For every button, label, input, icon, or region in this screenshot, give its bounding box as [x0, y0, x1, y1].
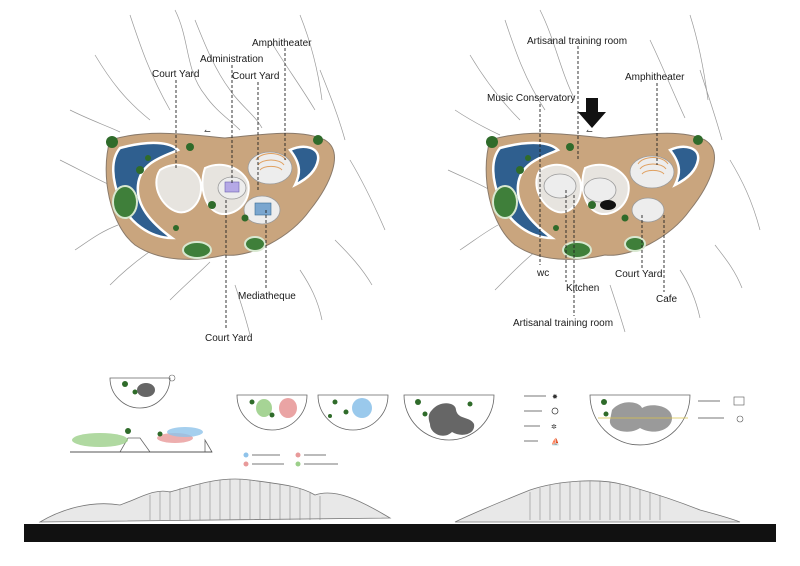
- left-lawn-west: [112, 185, 138, 219]
- right-contours: [447, 9, 761, 333]
- label-court-yard-right: Court Yard: [615, 269, 662, 280]
- diagram-4: ✸ ✲ ⛵: [524, 393, 745, 446]
- right-lawn-west: [492, 185, 518, 219]
- svg-text:✸: ✸: [552, 393, 558, 401]
- svg-text:⛵: ⛵: [551, 437, 560, 446]
- label-administration: Administration: [200, 54, 263, 65]
- label-amphitheater-left: Amphitheater: [252, 38, 312, 49]
- right-black-pond: [600, 200, 616, 210]
- left-site-plan: ↼ Court Yard Administration Amphitheater…: [59, 9, 386, 344]
- label-court-yard-mid: Court Yard: [232, 71, 279, 82]
- left-water-channel-east: [288, 145, 320, 188]
- right-training-bldg: [583, 177, 617, 203]
- left-lawn-se: [244, 236, 266, 252]
- left-courtyard-west: [155, 163, 203, 214]
- ground-strip: [24, 524, 776, 542]
- diagram-3: [403, 394, 495, 441]
- label-artisanal-top: Artisanal training room: [527, 36, 627, 47]
- right-water-channel-east: [668, 145, 700, 188]
- compass-icon: [168, 374, 176, 382]
- label-music-conservatory: Music Conservatory: [487, 93, 575, 104]
- right-conservatory-bldg: [543, 173, 577, 199]
- right-lawn-south: [562, 241, 592, 259]
- left-trees: [106, 135, 323, 231]
- label-cafe: Cafe: [656, 294, 678, 305]
- diagram-2: [236, 394, 389, 467]
- entrance-small-arrow-icon: ↼: [586, 127, 593, 136]
- right-amphitheater-bldg: [629, 155, 675, 189]
- label-court-yard-bottom: Court Yard: [205, 333, 252, 344]
- left-contours: [59, 9, 386, 336]
- label-mediatheque: Mediatheque: [238, 291, 296, 302]
- right-trees: [486, 135, 703, 231]
- label-court-yard-top: Court Yard: [152, 69, 199, 80]
- elevation-right: [454, 480, 741, 523]
- elevation-left: [38, 478, 392, 523]
- label-wc: wc: [536, 268, 549, 279]
- entrance-arrow-icon: [578, 98, 606, 128]
- label-artisanal-bottom: Artisanal training room: [513, 318, 613, 329]
- right-site-plan: ↼ Artisanal training room Music Conserva…: [447, 9, 761, 333]
- svg-text:✲: ✲: [551, 423, 557, 431]
- label-kitchen: Kitchen: [566, 283, 599, 294]
- left-amphitheater-bldg: [247, 151, 293, 185]
- entrance-arrow-icon: ↼: [204, 127, 211, 136]
- diagram-row: ✸ ✲ ⛵: [70, 374, 745, 467]
- right-lawn-se: [624, 236, 646, 252]
- left-lawn-south: [182, 241, 212, 259]
- label-amphitheater-right: Amphitheater: [625, 72, 685, 83]
- right-cafe-bldg: [631, 197, 665, 223]
- diagram-1: [70, 374, 213, 453]
